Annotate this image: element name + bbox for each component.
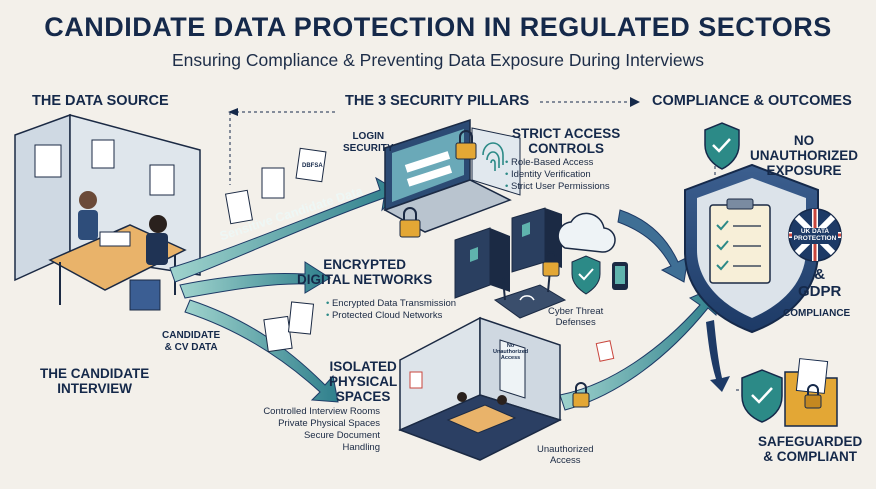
- list-item: Strict User Permissions: [505, 181, 610, 193]
- shield-check-icon: [704, 122, 740, 170]
- door-sign: No Unauthorized Access: [493, 343, 529, 361]
- section-heading-outcomes: COMPLIANCE & OUTCOMES: [652, 93, 852, 109]
- isolated-room-illustration: [398, 316, 615, 461]
- fingerprint-icon: [482, 142, 504, 171]
- uk-badge-text: UK DATA PROTECTION: [793, 228, 837, 242]
- pillar-access-bullets: Role-Based Access Identity Verification …: [505, 157, 610, 193]
- gdpr-label: & GDPR: [798, 266, 842, 300]
- shield-check-icon-small: [571, 255, 601, 295]
- padlock-icon-3: [542, 251, 560, 277]
- list-item: Secure Document Handling: [303, 430, 380, 453]
- document-icon-group: [224, 147, 327, 353]
- page-subtitle: Ensuring Compliance & Preventing Data Ex…: [171, 50, 705, 70]
- laptop-illustration: [383, 118, 521, 233]
- list-item: Encrypted Data Transmission: [326, 298, 456, 310]
- folder-icon: [784, 358, 838, 427]
- padlock-icon: [399, 207, 421, 238]
- phone-icon: [612, 262, 628, 290]
- pillar-network-bullets: Encrypted Data Transmission Protected Cl…: [326, 298, 456, 322]
- candidate-cv-label: CANDIDATE & CV DATA: [162, 330, 221, 353]
- section-heading-source: THE DATA SOURCE: [32, 93, 169, 109]
- cyber-defense-label: Cyber Threat Defenses: [548, 306, 604, 328]
- list-item: Role-Based Access: [505, 157, 610, 169]
- arrow-head-guide-2: [228, 108, 238, 116]
- safeguarded-label: SAFEGUARDED & COMPLIANT: [758, 434, 863, 464]
- shield-check-icon-2: [741, 369, 783, 423]
- interview-label: THE CANDIDATE INTERVIEW: [40, 366, 150, 396]
- pillar-network-title: ENCRYPTED DIGITAL NETWORKS: [297, 257, 433, 287]
- flag-badge-icon: [788, 208, 842, 262]
- compliance-label: COMPLIANCE: [783, 308, 851, 319]
- section-heading-pillars: THE 3 SECURITY PILLARS: [345, 93, 530, 109]
- doc-tag: DBFSA: [302, 163, 323, 169]
- arrow-head-guide: [630, 97, 640, 107]
- list-item: Controlled Interview Rooms: [263, 406, 380, 417]
- login-security-label: LOGIN SECURITY: [343, 131, 394, 154]
- no-exposure-label: NO UNAUTHORIZED EXPOSURE: [750, 133, 858, 178]
- pillar-physical-title: ISOLATED PHYSICAL SPACES: [329, 359, 398, 404]
- unauthorized-access-label: Unauthorized Access: [537, 444, 594, 466]
- interview-booth-illustration: [14, 113, 201, 311]
- page-title: CANDIDATE DATA PROTECTION IN REGULATED S…: [44, 12, 832, 42]
- padlock-icon-2: [455, 130, 477, 160]
- cloud-icon: [557, 212, 616, 253]
- clipboard-icon: [709, 198, 771, 284]
- pillar-physical-bullets: Controlled Interview Rooms Private Physi…: [255, 406, 380, 454]
- pillar-access-title: STRICT ACCESS CONTROLS: [512, 126, 621, 156]
- list-item: Private Physical Spaces: [278, 418, 380, 429]
- list-item: Protected Cloud Networks: [326, 310, 456, 322]
- server-icon: [454, 207, 562, 299]
- list-item: Identity Verification: [505, 169, 610, 181]
